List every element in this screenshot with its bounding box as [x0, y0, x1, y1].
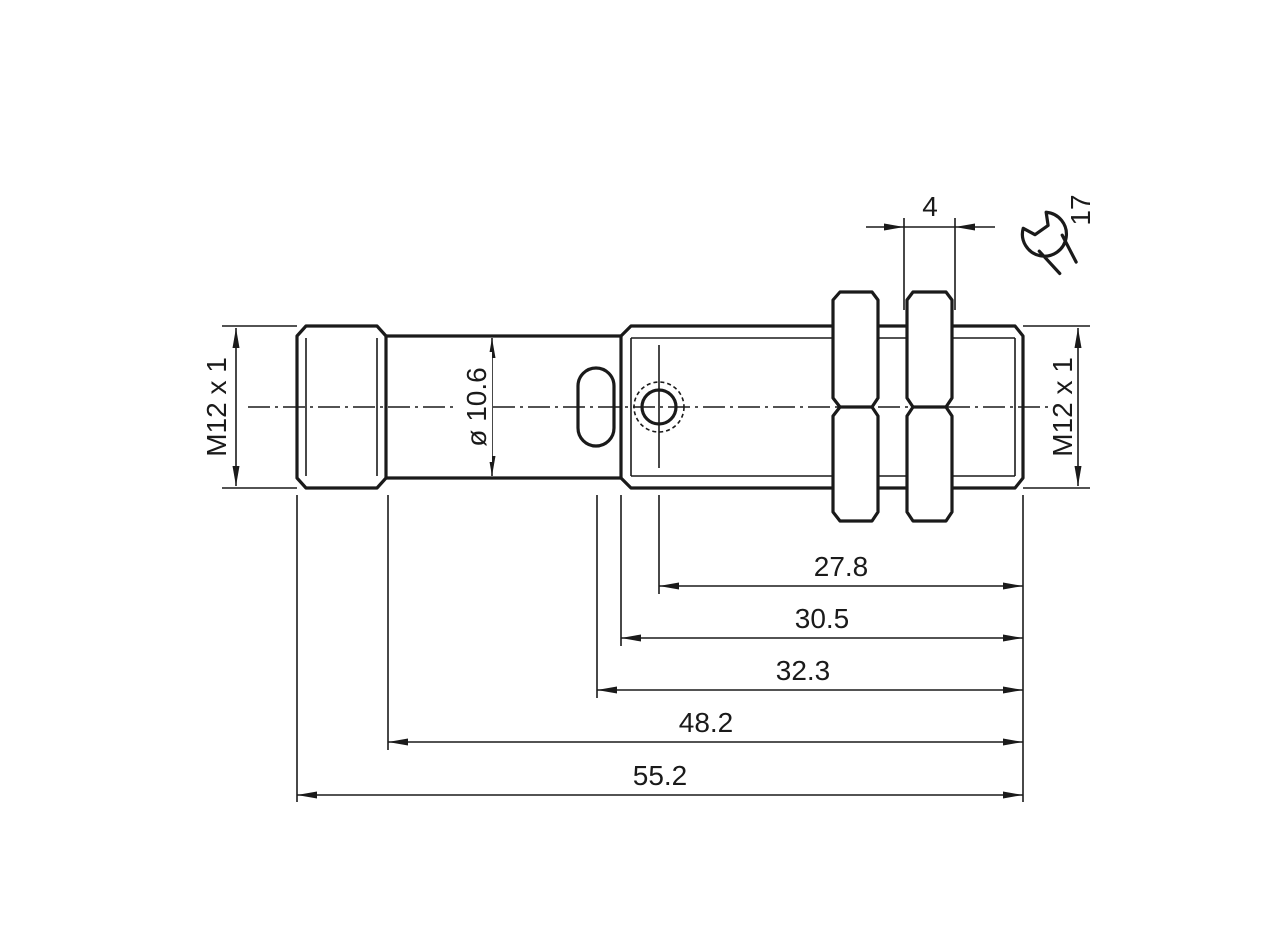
length-48-2-label: 48.2	[679, 707, 734, 738]
right-thread-dimension: M12 x 1	[1023, 325, 1090, 489]
sensor-body	[248, 290, 1048, 523]
length-30-5-label: 30.5	[795, 603, 850, 634]
left-thread-label: M12 x 1	[201, 357, 232, 457]
right-thread-label: M12 x 1	[1047, 357, 1078, 457]
wrench-icon	[1020, 210, 1078, 276]
wrench-size-indicator: 17	[1020, 194, 1096, 276]
length-27-8-label: 27.8	[814, 551, 869, 582]
left-thread-outline	[295, 324, 388, 490]
nut-width-label: 4	[922, 191, 938, 222]
diameter-label: ø 10.6	[461, 367, 492, 446]
nut-width-dimension: 4	[866, 191, 995, 310]
diameter-dimension: ø 10.6	[458, 338, 496, 476]
length-dimensions: 27.8 30.5 32.3 48.2 55.2	[296, 495, 1024, 802]
shaft-outline	[384, 334, 623, 480]
length-55-2-label: 55.2	[633, 760, 688, 791]
left-thread-dimension: M12 x 1	[201, 325, 297, 489]
wrench-size-label: 17	[1065, 194, 1096, 225]
length-32-3-label: 32.3	[776, 655, 831, 686]
